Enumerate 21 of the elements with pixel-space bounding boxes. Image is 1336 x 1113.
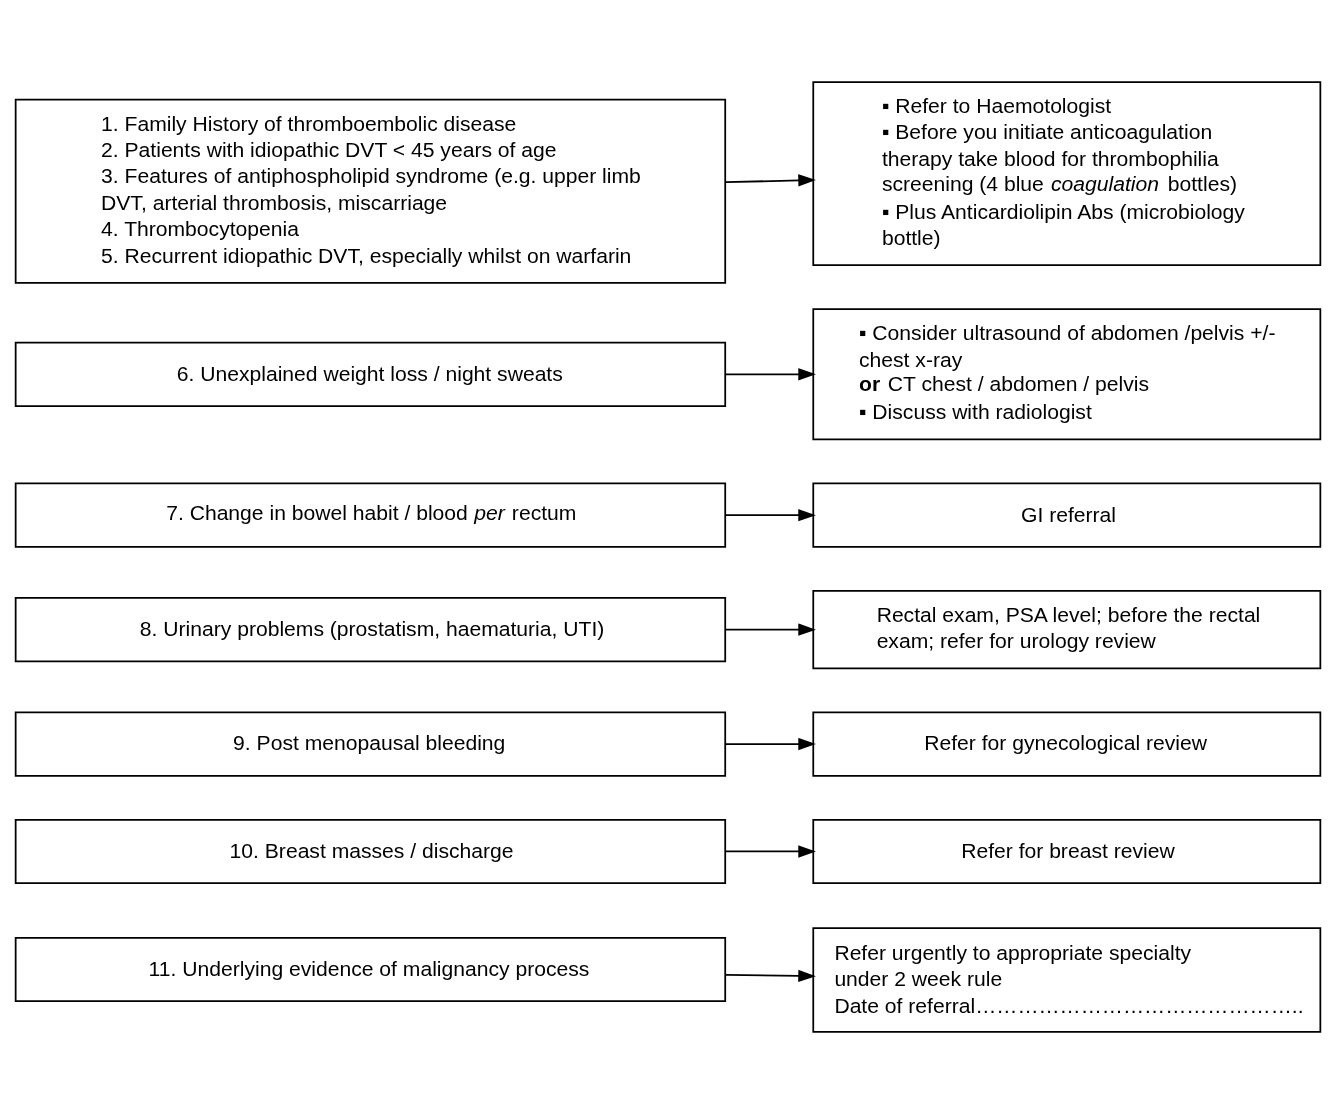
- node-box: GI referral: [812, 482, 1322, 548]
- arrow: [724, 737, 816, 750]
- arrow: [724, 969, 816, 982]
- arrow: [724, 622, 816, 636]
- node-box: 7. Change in bowel habit / blood per rectum: [14, 482, 727, 548]
- node-box: ▪ Consider ultrasound of abdomen /pelvis +/- chest x-ray or CT chest / abdomen / pelvis ▪ Discuss with radiologist: [812, 307, 1322, 440]
- node-box: 9. Post menopausal bleeding: [14, 711, 727, 777]
- node-box: 11. Underlying evidence of malignancy process: [14, 936, 727, 1002]
- node-box: ▪ Refer to Haemotologist ▪ Before you initiate anticoagulation therapy take blood for thrombophilia screening (4 blue coagulation bottles) ▪ Plus Anticardiolipin Abs (microbiology bottle): [812, 80, 1322, 266]
- node-box: 1. Family History of thromboembolic disease 2. Patients with idiopathic DVT < 45 years of age 3. Features of antiphospholipid syndrome (e.g. upper limb DVT, arterial thrombosis, miscarriage 4. Thrombocytopenia 5. Recurrent idiopathic DVT, especially whilst on warfarin: [14, 98, 727, 284]
- node-box: Refer urgently to appropriate specialty under 2 week rule Date of referral………………………………………..: [812, 926, 1322, 1033]
- node-box: Refer for breast review: [812, 818, 1322, 884]
- arrow: [724, 508, 816, 521]
- node-box: Refer for gynecological review: [812, 711, 1322, 777]
- arrow: [724, 367, 816, 380]
- arrow: [724, 844, 816, 858]
- arrow: [724, 173, 816, 187]
- node-box: Rectal exam, PSA level; before the rectal exam; refer for urology review: [812, 589, 1322, 669]
- node-box: 6. Unexplained weight loss / night sweats: [14, 341, 727, 407]
- node-box: 8. Urinary problems (prostatism, haematuria, UTI): [14, 596, 727, 662]
- node-box: 10. Breast masses / discharge: [14, 818, 727, 884]
